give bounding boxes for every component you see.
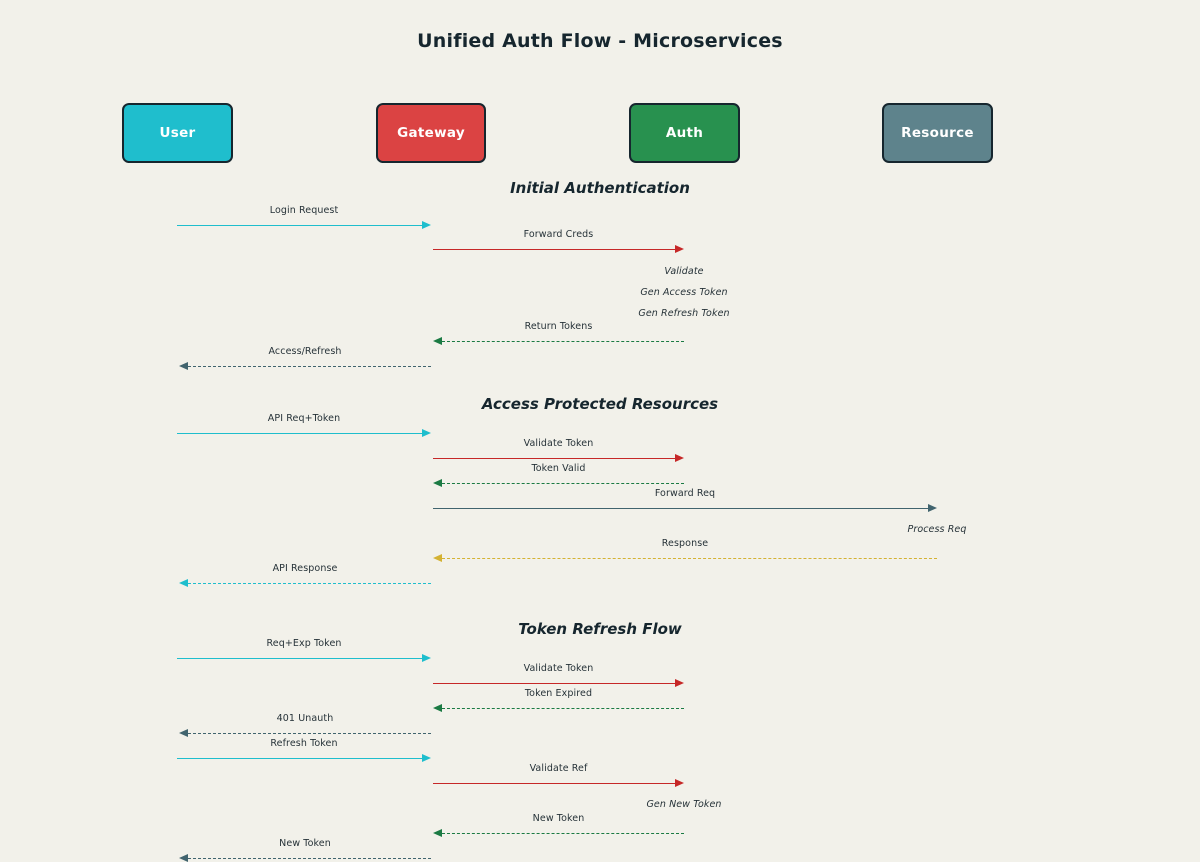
message-label-api-req-token: API Req+Token: [267, 413, 341, 424]
arrow-head-icon-token-expired: [433, 704, 442, 712]
participant-label-gateway: Gateway: [397, 125, 465, 141]
message-label-validate-token-2: Validate Token: [523, 663, 594, 674]
participant-box-resource[interactable]: Resource: [882, 103, 993, 163]
message-label-refresh-token: Refresh Token: [270, 738, 338, 749]
arrow-head-icon-refresh-token: [422, 754, 431, 762]
section-header-initial-authentication: Initial Authentication: [510, 179, 690, 197]
message-line-401-unauth: [188, 733, 431, 734]
arrow-head-icon-validate-ref: [675, 779, 684, 787]
message-line-validate-ref: [433, 783, 675, 784]
message-label-new-token-user: New Token: [279, 838, 331, 849]
participant-label-resource: Resource: [901, 125, 974, 141]
arrow-head-icon-response: [433, 554, 442, 562]
message-label-validate-token-1: Validate Token: [523, 438, 594, 449]
arrow-head-icon-token-valid: [433, 479, 442, 487]
participant-box-auth[interactable]: Auth: [629, 103, 740, 163]
arrow-head-icon-401-unauth: [179, 729, 188, 737]
message-label-validate-ref: Validate Ref: [529, 763, 588, 774]
participant-label-auth: Auth: [665, 125, 704, 141]
arrow-head-icon-access-refresh: [179, 362, 188, 370]
arrow-head-icon-api-req-token: [422, 429, 431, 437]
message-line-token-expired: [442, 708, 684, 709]
message-label-new-token-return: New Token: [532, 813, 585, 824]
participant-box-gateway[interactable]: Gateway: [376, 103, 486, 163]
message-line-req-exp-token: [177, 658, 422, 659]
message-line-refresh-token: [177, 758, 422, 759]
self-note-validate: Validate: [664, 266, 704, 277]
self-note-gen-access-token: Gen Access Token: [640, 287, 728, 298]
participant-box-user[interactable]: User: [122, 103, 233, 163]
arrow-head-icon-validate-token-1: [675, 454, 684, 462]
message-line-validate-token-2: [433, 683, 675, 684]
participant-label-user: User: [159, 125, 196, 141]
message-label-login-request: Login Request: [269, 205, 339, 216]
self-note-gen-refresh-token: Gen Refresh Token: [638, 308, 730, 319]
self-note-gen-new-token: Gen New Token: [646, 799, 722, 810]
message-line-return-tokens: [442, 341, 684, 342]
message-line-access-refresh: [188, 366, 431, 367]
message-line-forward-creds: [433, 249, 675, 250]
arrow-head-icon-forward-creds: [675, 245, 684, 253]
message-line-new-token-return: [442, 833, 684, 834]
message-line-token-valid: [442, 483, 684, 484]
message-line-new-token-user: [188, 858, 431, 859]
arrow-head-icon-api-response: [179, 579, 188, 587]
message-label-response: Response: [661, 538, 709, 549]
arrow-head-icon-new-token-return: [433, 829, 442, 837]
message-label-forward-creds: Forward Creds: [523, 229, 594, 240]
arrow-head-icon-req-exp-token: [422, 654, 431, 662]
message-line-validate-token-1: [433, 458, 675, 459]
section-header-access-protected: Access Protected Resources: [481, 395, 719, 413]
message-label-token-expired: Token Expired: [524, 688, 593, 699]
arrow-head-icon-forward-req: [928, 504, 937, 512]
page-title: Unified Auth Flow - Microservices: [417, 30, 783, 52]
arrow-head-icon-login-request: [422, 221, 431, 229]
message-label-req-exp-token: Req+Exp Token: [266, 638, 342, 649]
arrow-head-icon-validate-token-2: [675, 679, 684, 687]
arrow-head-icon-new-token-user: [179, 854, 188, 862]
message-line-forward-req: [433, 508, 928, 509]
message-label-api-response: API Response: [272, 563, 338, 574]
message-line-api-req-token: [177, 433, 422, 434]
message-label-access-refresh: Access/Refresh: [268, 346, 342, 357]
message-line-login-request: [177, 225, 422, 226]
arrow-head-icon-return-tokens: [433, 337, 442, 345]
message-line-response: [442, 558, 937, 559]
message-line-api-response: [188, 583, 431, 584]
self-note-process-req: Process Req: [907, 524, 967, 535]
message-label-401-unauth: 401 Unauth: [276, 713, 334, 724]
message-label-return-tokens: Return Tokens: [524, 321, 593, 332]
message-label-token-valid: Token Valid: [531, 463, 586, 474]
section-header-token-refresh: Token Refresh Flow: [518, 620, 682, 638]
message-label-forward-req: Forward Req: [654, 488, 716, 499]
